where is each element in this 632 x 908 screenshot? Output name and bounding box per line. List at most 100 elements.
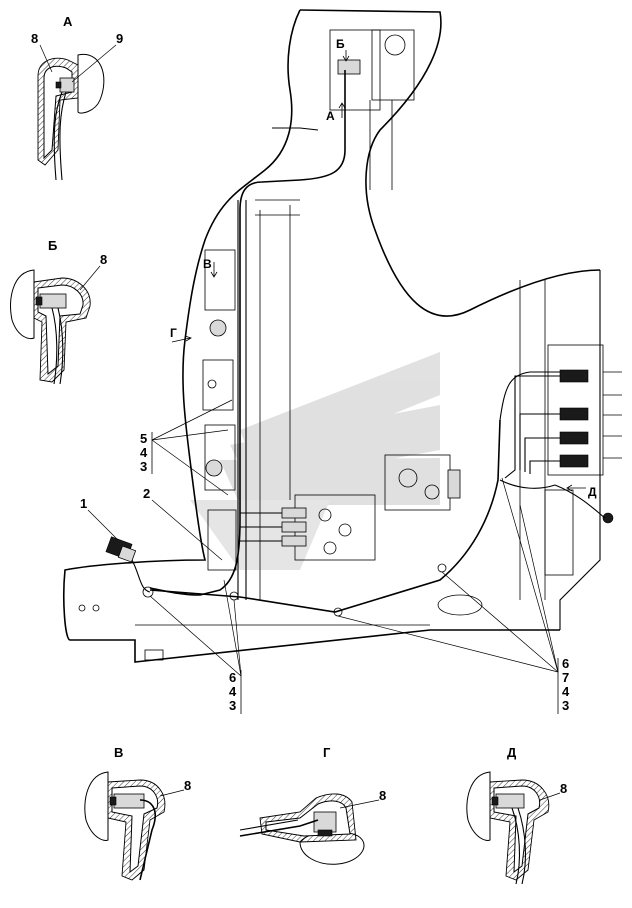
main-harness — [149, 70, 346, 596]
solenoid — [559, 369, 589, 383]
leader-line — [151, 499, 223, 561]
leader-line — [223, 579, 242, 677]
valve-port — [338, 523, 352, 537]
upper-boss — [384, 34, 406, 56]
valve-bank-body — [547, 344, 604, 476]
wire — [51, 307, 58, 385]
view-v-title: В — [114, 745, 123, 760]
callout-3: 3 — [229, 698, 236, 713]
leader-line — [501, 477, 559, 673]
leader-line — [87, 509, 119, 541]
leader-line — [39, 44, 53, 73]
detail-view-a: А 8 9 — [31, 14, 123, 181]
callout-8: 8 — [184, 778, 191, 793]
connector-body — [495, 793, 525, 809]
callout-4: 4 — [140, 445, 148, 460]
bank-wire — [529, 460, 560, 474]
small-connector — [602, 512, 614, 524]
view-mark-v: В — [203, 257, 212, 271]
grommet-cap — [10, 269, 35, 340]
view-mark-d: Д — [588, 485, 597, 499]
callout-pos-1: 1 — [80, 496, 87, 511]
wire — [57, 307, 64, 385]
callout-pos-2: 2 — [143, 486, 150, 501]
view-a-title: А — [63, 14, 73, 29]
view-arrow — [566, 484, 586, 492]
view-arrow — [210, 262, 218, 278]
connector-pos-1 — [105, 536, 154, 598]
detail-view-v: В 8 — [84, 745, 191, 881]
view-arrow — [342, 50, 350, 62]
leader-line — [71, 44, 117, 83]
callout-3: 3 — [562, 698, 569, 713]
watermark-stripe — [220, 458, 440, 505]
view-g-title: Г — [323, 745, 331, 760]
callout-stack-bottom-right: 6 7 4 3 — [337, 477, 570, 714]
leader-line — [159, 789, 185, 797]
valve-coil — [281, 507, 307, 519]
left-lower-boss — [205, 459, 223, 477]
view-mark-g: Г — [170, 326, 177, 340]
detail-view-b: Б 8 — [10, 238, 107, 385]
view-mark-b: Б — [336, 37, 345, 51]
left-boss — [209, 319, 227, 337]
wire — [239, 819, 299, 831]
wire — [239, 819, 319, 837]
connector-sleeve — [117, 545, 137, 563]
wire — [139, 799, 156, 881]
callout-9: 9 — [116, 31, 123, 46]
connector-nut — [109, 796, 117, 806]
connector-body — [113, 793, 145, 809]
grommet-cap — [466, 771, 491, 841]
wire — [59, 91, 67, 181]
callout-3: 3 — [140, 459, 147, 474]
solenoid — [559, 431, 589, 445]
callout-5: 5 — [140, 431, 147, 446]
distributor-port — [424, 484, 440, 500]
valve-port — [318, 508, 332, 522]
upper-panel — [371, 29, 415, 101]
connector-cable — [131, 559, 151, 593]
main-assembly: Б А В Г Д 1 2 5 4 3 6 4 3 — [63, 9, 622, 714]
leader-line — [539, 792, 561, 801]
left-bracket — [204, 249, 236, 311]
left-bottom-plate — [207, 509, 237, 571]
bolt — [78, 604, 86, 612]
wire — [517, 807, 526, 885]
leader-line — [339, 799, 380, 809]
valve-coil — [281, 521, 307, 533]
bank-wire — [504, 375, 560, 479]
leader-line — [441, 571, 559, 673]
grommet-cap — [77, 53, 105, 114]
upper-connector — [337, 59, 361, 75]
callout-8: 8 — [379, 788, 386, 803]
valve-coil — [281, 535, 307, 547]
distributor-flange — [447, 469, 461, 499]
frame-opening — [437, 594, 483, 616]
connector-body — [39, 293, 67, 309]
clamp — [142, 586, 154, 598]
harness-branch — [499, 371, 560, 421]
clamp — [437, 563, 447, 573]
leader-line — [151, 429, 229, 441]
callout-8: 8 — [560, 781, 567, 796]
distributor-port — [398, 468, 418, 488]
detail-view-d: Д 8 — [466, 745, 567, 885]
callout-stack-bottom-mid: 6 4 3 — [149, 579, 242, 714]
valve-block — [240, 494, 376, 561]
bank-wire — [519, 413, 560, 470]
view-arrow — [171, 335, 192, 343]
watermark-logo — [190, 352, 440, 570]
wire — [511, 807, 520, 885]
detail-view-g: Г 8 — [239, 745, 386, 865]
right-edge — [559, 270, 601, 630]
harness-branch — [499, 479, 556, 489]
bolt — [92, 604, 100, 612]
leader-line — [79, 265, 101, 291]
callout-4: 4 — [562, 684, 570, 699]
valve-port — [323, 541, 337, 555]
right-valve-bank — [504, 344, 622, 576]
leader-line — [149, 595, 242, 677]
view-mark-a: А — [326, 109, 335, 123]
